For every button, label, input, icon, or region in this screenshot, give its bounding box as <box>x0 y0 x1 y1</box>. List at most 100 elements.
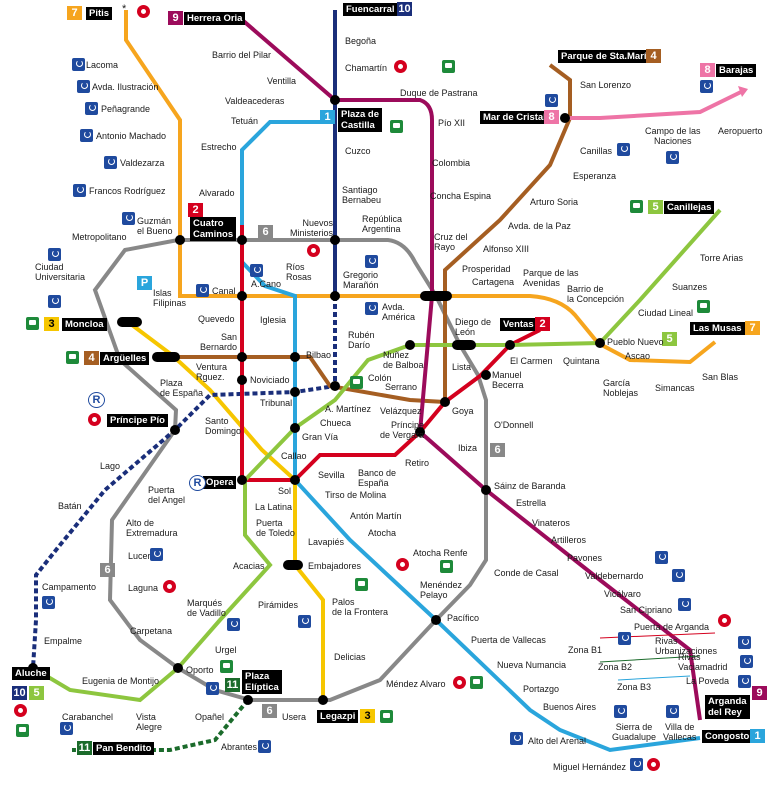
terminal-congosto[interactable]: Congosto <box>702 730 753 743</box>
station-pavones[interactable]: Pavones <box>567 553 603 563</box>
station-plaza-espana[interactable]: Plaza de España <box>160 378 204 398</box>
terminal-legazpi[interactable]: Legazpi <box>317 710 359 723</box>
station-abrantes[interactable]: Abrantes <box>221 742 258 752</box>
station-piramides[interactable]: Pirámides <box>258 600 299 610</box>
terminal-canillejas[interactable]: Canillejas <box>664 201 715 214</box>
station-colon[interactable]: Colón <box>368 373 392 383</box>
station-campamento[interactable]: Campamento <box>42 582 97 592</box>
station-delicias[interactable]: Delicias <box>334 652 366 662</box>
station-retiro[interactable]: Retiro <box>405 458 430 468</box>
terminal-mar-cristal[interactable]: Mar de Cristal <box>480 111 549 124</box>
station-urgel[interactable]: Urgel <box>215 645 237 655</box>
station-metropolitano[interactable]: Metropolitano <box>72 232 127 242</box>
station-lista[interactable]: Lista <box>452 362 472 372</box>
terminal-pitis[interactable]: Pitis <box>86 7 113 20</box>
station-suanzes[interactable]: Suanzes <box>672 282 708 292</box>
terminal-barajas[interactable]: Barajas <box>716 64 757 77</box>
station-alto-extremadura[interactable]: Alto de Extremadura <box>126 518 178 538</box>
station-lago[interactable]: Lago <box>100 461 121 471</box>
terminal-arganda[interactable]: Arganda del Rey <box>705 695 750 719</box>
terminal-las-musas[interactable]: Las Musas <box>690 322 745 335</box>
station-rivas-vacia[interactable]: Rivas Vaciamadrid <box>678 652 728 672</box>
station-ibiza[interactable]: Ibiza <box>458 443 478 453</box>
terminal-ventas[interactable]: Ventas <box>500 318 537 331</box>
station-miguel-hernandez[interactable]: Miguel Hernández <box>553 762 627 772</box>
station-esperanza[interactable]: Esperanza <box>573 171 617 181</box>
station-barrio-concepcion[interactable]: Barrio de la Concepción <box>567 284 625 304</box>
terminal-opera[interactable]: Opera <box>203 476 237 489</box>
station-puerta-toledo[interactable]: Puerta de Toledo <box>256 518 295 538</box>
station-oporto[interactable]: Oporto <box>186 665 214 675</box>
station-francos-rodriguez[interactable]: Francos Rodríguez <box>89 186 166 196</box>
station-goya[interactable]: Goya <box>452 406 474 416</box>
station-alto-arenal[interactable]: Alto del Arenal <box>528 736 587 746</box>
station-chueca[interactable]: Chueca <box>320 418 352 428</box>
station-tribunal[interactable]: Tribunal <box>260 398 293 408</box>
station-a-martinez[interactable]: A. Martínez <box>325 404 372 414</box>
station-ventura-rguez[interactable]: Ventura Rguez. <box>196 362 228 382</box>
station-serrano[interactable]: Serrano <box>385 382 418 392</box>
station-campo-naciones[interactable]: Campo de las Naciones <box>645 126 701 146</box>
station-valdezarza[interactable]: Valdezarza <box>120 158 165 168</box>
station-sierra-guadalupe[interactable]: Sierra de Guadalupe <box>612 722 657 742</box>
station-marques-vadillo[interactable]: Marqués de Vadillo <box>187 598 226 618</box>
station-torre-arias[interactable]: Torre Arias <box>700 253 744 263</box>
station-carpetana[interactable]: Carpetana <box>130 626 173 636</box>
station-ciudad-lineal[interactable]: Ciudad Lineal <box>638 308 694 318</box>
station-canillas[interactable]: Canillas <box>580 146 613 156</box>
station-noviciado[interactable]: Noviciado <box>250 375 290 385</box>
station-quintana[interactable]: Quintana <box>563 356 600 366</box>
terminal-fuencarral[interactable]: Fuencarral <box>343 3 398 16</box>
station-pueblo-nuevo[interactable]: Pueblo Nuevo <box>607 337 664 347</box>
station-artilleros[interactable]: Artilleros <box>551 535 587 545</box>
station-manuel-becerra[interactable]: Manuel Becerra <box>492 370 524 390</box>
station-palos[interactable]: Palos de la Frontera <box>332 597 389 617</box>
station-antonio-machado[interactable]: Antonio Machado <box>96 131 167 141</box>
terminal-arguelles[interactable]: Argüelles <box>100 352 150 365</box>
station-la-poveda[interactable]: La Poveda <box>686 676 730 686</box>
station-estrecho[interactable]: Estrecho <box>201 142 237 152</box>
station-bilbao[interactable]: Bilbao <box>306 350 332 360</box>
station-duque-pastrana[interactable]: Duque de Pastrana <box>400 88 478 98</box>
station-quevedo[interactable]: Quevedo <box>198 314 235 324</box>
station-avda-ilustracion[interactable]: Avda. Ilustración <box>92 82 159 92</box>
station-vinateros[interactable]: Vinateros <box>532 518 570 528</box>
terminal-plaza-castilla[interactable]: Plaza de Castilla <box>338 108 383 132</box>
station-embajadores[interactable]: Embajadores <box>308 561 362 571</box>
station-rivas-urb[interactable]: Rivas Urbanizaciones <box>655 636 718 656</box>
station-villa-vallecas[interactable]: Villa de Vallecas <box>663 722 697 742</box>
station-prosperidad[interactable]: Prosperidad <box>462 264 511 274</box>
terminal-plaza-eliptica[interactable]: Plaza Elíptica <box>242 670 282 694</box>
station-chamartin[interactable]: Chamartín <box>345 63 388 73</box>
station-ascao[interactable]: Ascao <box>625 351 651 361</box>
station-eugenia[interactable]: Eugenia de Montijo <box>82 676 160 686</box>
station-guzman[interactable]: Guzmán el Bueno <box>137 216 173 236</box>
station-puerta-angel[interactable]: Puerta del Angel <box>148 485 186 505</box>
station-rios-rosas[interactable]: Ríos Rosas <box>286 262 312 282</box>
station-velazquez[interactable]: Velázquez <box>380 406 422 416</box>
station-ciudad-universitaria[interactable]: Ciudad Universitaria <box>35 262 86 282</box>
station-avenidas[interactable]: Parque de las Avenidas <box>523 268 579 288</box>
station-atocha[interactable]: Atocha <box>368 528 397 538</box>
station-alvarado[interactable]: Alvarado <box>199 188 235 198</box>
station-ventilla[interactable]: Ventilla <box>267 76 297 86</box>
station-garcia-noblejas[interactable]: García Noblejas <box>603 378 639 398</box>
station-valdeacederas[interactable]: Valdeacederas <box>225 96 285 106</box>
station-ruben-dario[interactable]: Rubén Darío <box>348 330 375 350</box>
station-sainz-baranda[interactable]: Sáinz de Baranda <box>494 481 566 491</box>
station-opanel[interactable]: Opañel <box>195 712 225 722</box>
terminal-moncloa[interactable]: Moncloa <box>62 318 107 331</box>
station-santo-domingo[interactable]: Santo Domingo <box>205 416 242 436</box>
station-pio-xii[interactable]: Pío XII <box>438 118 466 128</box>
station-el-carmen[interactable]: El Carmen <box>510 356 553 366</box>
station-iglesia[interactable]: Iglesia <box>260 315 287 325</box>
station-concha-espina[interactable]: Concha Espina <box>430 191 492 201</box>
station-laguna[interactable]: Laguna <box>128 583 159 593</box>
station-tirso[interactable]: Tirso de Molina <box>325 490 387 500</box>
station-cartagena[interactable]: Cartagena <box>472 277 515 287</box>
station-avda-paz[interactable]: Avda. de la Paz <box>508 221 571 231</box>
station-nuevos-ministerios[interactable]: Nuevos Ministerios <box>290 218 334 238</box>
station-anton-martin[interactable]: Antón Martín <box>350 511 402 521</box>
station-callao[interactable]: Callao <box>281 451 307 461</box>
station-begona[interactable]: Begoña <box>345 36 377 46</box>
